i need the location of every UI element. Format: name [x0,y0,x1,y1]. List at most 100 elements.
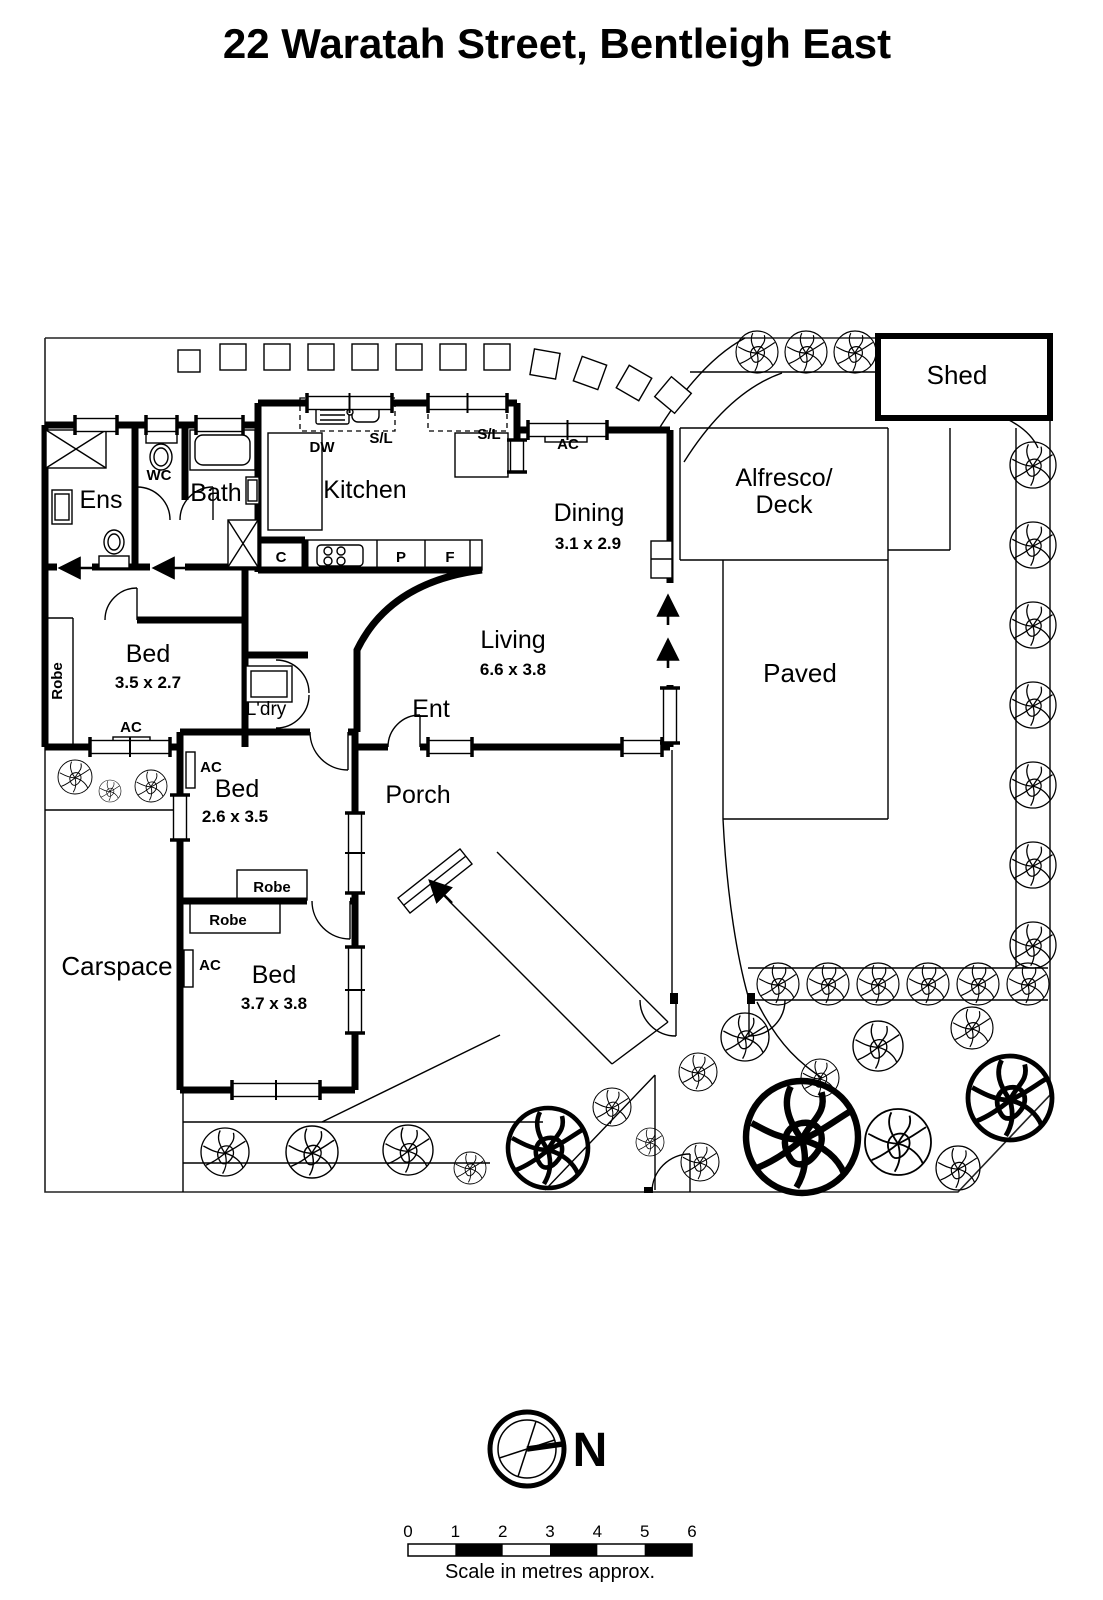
direction-arrows [57,556,680,904]
stepping-stone [263,343,291,371]
ac-label: AC [200,759,222,776]
scale-tick: 3 [545,1522,554,1541]
window [305,393,394,413]
stepping-stone [653,375,693,415]
tree-icon [1009,601,1057,649]
window-box [650,540,673,579]
page-title: 22 Waratah Street, Bentleigh East [223,20,891,67]
stepping-stone [395,343,423,371]
kitchen-counter [454,432,509,478]
yard-lines [45,337,1048,1192]
window [345,945,365,1035]
tree-icon [98,779,122,803]
scale-tick: 6 [687,1522,696,1541]
tree-icon [720,1012,770,1062]
skylight-label: S/L [477,426,500,443]
tree-icon [678,1052,718,1092]
room-label-laundry: L'dry [246,699,287,720]
room-dims-bed3: 3.7 x 3.8 [241,994,307,1013]
robe-label: Robe [209,912,247,929]
shower-icon [227,519,259,568]
robe-label: Robe [253,879,291,896]
room-label-living: Living [480,626,545,654]
window [88,737,172,757]
tree-icon [57,759,93,795]
cupboard-label: C [276,549,287,566]
tree-icon [950,1006,994,1050]
stepping-stone [529,348,561,380]
ac-label: AC [199,957,221,974]
tree-icon [635,1127,665,1157]
window [620,737,664,757]
room-label-bed2: Bed [215,775,259,803]
tree-icon [1009,521,1057,569]
vanity-icon [51,489,73,525]
room-label-bed1: Bed [126,640,170,668]
room-dims-bed2: 2.6 x 3.5 [202,807,268,826]
stepping-stone [615,364,653,402]
window [507,438,527,474]
fridge-label: F [445,549,454,566]
area-label-deck: Deck [756,491,813,519]
tree-icon [1009,841,1057,889]
gate-icons [639,993,786,1193]
windows-horizontal [73,393,664,1100]
tree-icon [756,962,800,1006]
robe-label: Robe [49,662,66,700]
window [660,686,680,745]
room-dims-living: 6.6 x 3.8 [480,660,546,679]
room-label-wc: WC [147,467,172,484]
tree-icon [746,1081,858,1193]
dishwasher-label: DW [310,439,336,456]
tree-icon [906,962,950,1006]
tree-icon [968,1056,1052,1140]
shower-icon [45,429,107,469]
north-label: N [573,1424,608,1477]
property-boundary [44,337,1051,1193]
tree-icon [1006,962,1050,1006]
tree-icon [508,1108,588,1188]
scale-caption: Scale in metres approx. [445,1561,655,1583]
stepping-stone [572,355,608,391]
robe-box [45,617,74,745]
washing-machine-icon [245,665,293,703]
window [426,737,474,757]
door-swings [104,486,421,940]
tree-icon [680,1142,720,1182]
area-label-alfresco: Alfresco/ [735,464,832,492]
toilet-icon [145,429,178,471]
tree-icon [134,769,168,803]
kitchen-bench [304,539,483,571]
skylight-label: S/L [369,430,392,447]
window [73,415,119,435]
tree-icon [200,1127,250,1177]
tree-icon [935,1145,981,1191]
area-label-shed: Shed [927,360,988,390]
stepping-stone [219,343,247,371]
scale-tick: 4 [593,1522,602,1541]
stepping-stone [307,343,335,371]
ac-label: AC [557,436,579,453]
window [170,793,190,842]
windows-vertical [170,438,680,1035]
tree-icon [285,1125,339,1179]
scale-tick: 1 [451,1522,460,1541]
kitchen-counter [267,432,323,531]
tree-icon [382,1124,434,1176]
compass-icon [487,1409,567,1489]
room-dims-bed1: 3.5 x 2.7 [115,673,181,692]
robe-box [236,869,308,901]
toilet-icon [98,529,130,569]
room-label-entry: Ent [412,695,450,723]
window [144,415,179,435]
stepping-stone-path [177,343,693,415]
scale-tick: 5 [640,1522,649,1541]
scale-bar: 0 1 2 3 4 5 6 Scale in metres approx. [403,1522,696,1583]
bathtub-icon [189,429,256,471]
porch-ramp [397,848,473,914]
stepping-stone [177,349,201,373]
tree-icon [806,962,850,1006]
room-label-bed3: Bed [252,961,296,989]
